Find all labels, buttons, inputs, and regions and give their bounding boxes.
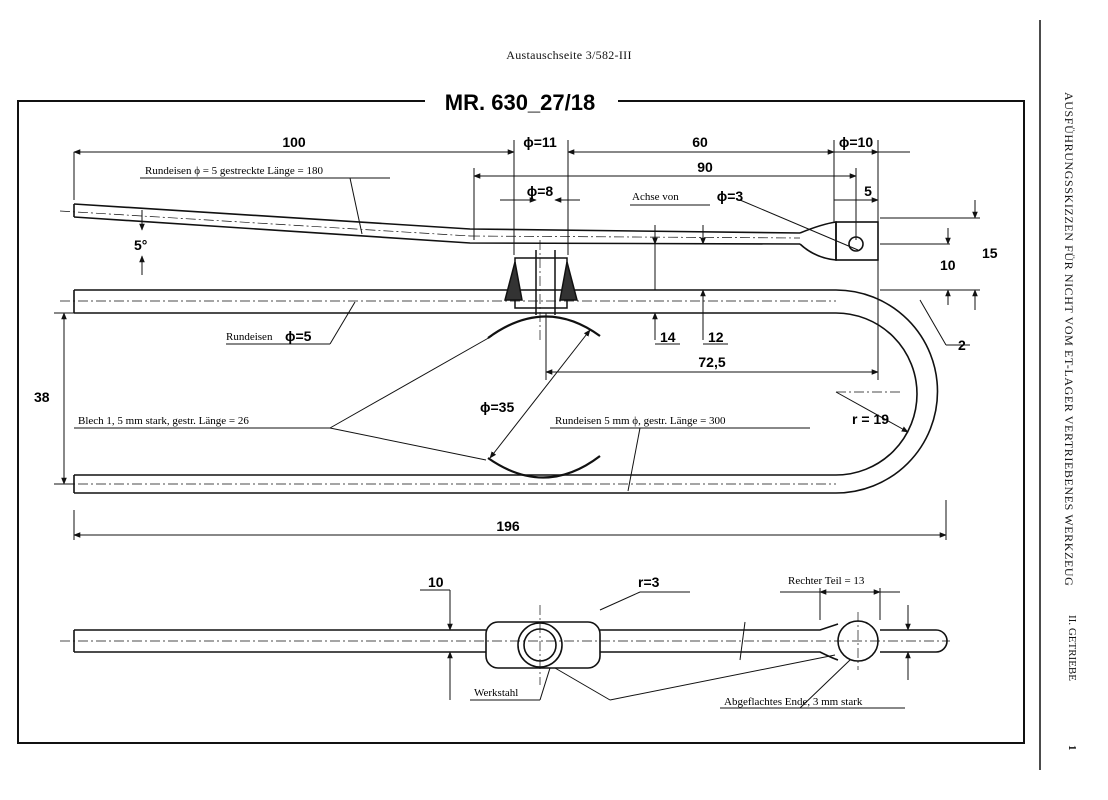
dim-5-degree: 5° (134, 237, 147, 253)
dim-phi-11: ϕ=11 (523, 134, 557, 150)
exchange-page-header: Austauschseite 3/582-III (506, 48, 632, 62)
hinge-sleeve (504, 250, 578, 315)
note-tool-steel: Werkstahl (474, 687, 518, 699)
note-right-part: Rechter Teil = 13 (788, 575, 865, 587)
sheet-jaws (487, 315, 601, 479)
note-rod-top: Rundeisen ϕ = 5 gestreckte Länge = 180 (145, 165, 323, 177)
dim-10-bottom: 10 (428, 574, 444, 590)
drawing-title: MR. 630_27/18 (445, 90, 595, 115)
note-rod-bottom: Rundeisen 5 mm ϕ, gestr. Länge = 300 (555, 415, 726, 427)
note-flattened-end: Abgeflachtes Ende, 3 mm stark (724, 696, 863, 708)
dim-r-3: r=3 (638, 574, 660, 590)
dim-14: 14 (660, 329, 676, 345)
side-view-center-lines (60, 605, 950, 685)
dim-2: 2 (958, 337, 966, 353)
dim-196: 196 (496, 518, 520, 534)
dim-60: 60 (692, 134, 708, 150)
lower-arm-and-loop (73, 289, 939, 494)
note-rod-left-prefix: Rundeisen (226, 331, 273, 343)
dim-38: 38 (34, 389, 50, 405)
dim-10-top: 10 (940, 257, 956, 273)
dim-90: 90 (697, 159, 713, 175)
leader-lines (74, 177, 859, 492)
dim-phi-8: ϕ=8 (527, 183, 554, 199)
upper-arm (73, 203, 879, 261)
dim-15: 15 (982, 245, 998, 261)
dim-72-5: 72,5 (698, 354, 725, 370)
dim-phi-5: ϕ=5 (285, 328, 312, 344)
dim-r-19: r = 19 (852, 411, 889, 427)
dim-12: 12 (708, 329, 724, 345)
dim-phi-35: ϕ=35 (480, 399, 514, 415)
dim-phi-10: ϕ=10 (839, 134, 873, 150)
center-lines (59, 210, 900, 485)
note-axle: Achse von (632, 191, 679, 203)
frame (17, 20, 1041, 770)
side-view-rod (73, 620, 948, 669)
dimension-lines (54, 140, 980, 540)
dim-phi-3: ϕ=3 (717, 188, 744, 204)
note-sheet-metal: Blech 1, 5 mm stark, gestr. Länge = 26 (78, 415, 249, 427)
dim-100: 100 (282, 134, 306, 150)
side-view-dimensions (420, 588, 911, 709)
dim-5: 5 (864, 183, 872, 199)
